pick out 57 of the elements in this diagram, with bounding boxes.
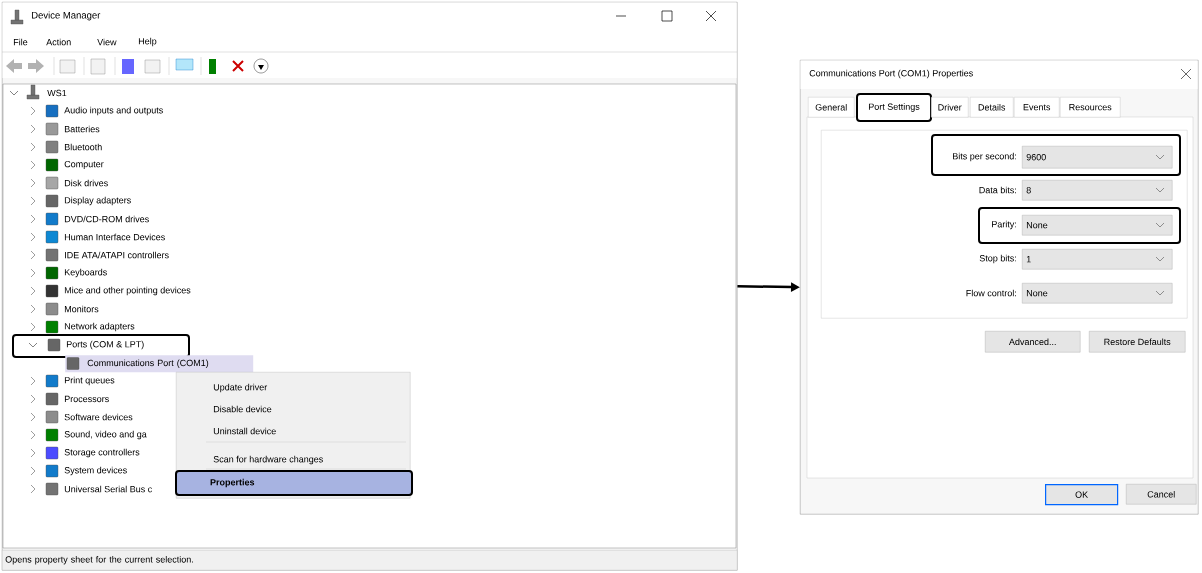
- tree-item: Disk drives: [64, 179, 108, 187]
- tree-item: System devices: [64, 466, 127, 476]
- tree-item: WS1: [47, 89, 67, 97]
- tree-item: Keyboards: [64, 268, 107, 278]
- menu-bar-item: Help: [138, 37, 157, 47]
- window-title: Communications Port (COM1) Properties: [809, 69, 973, 79]
- tree-item: Bluetooth: [64, 143, 102, 151]
- status-bar: Opens property sheet for the current selection.: [2, 550, 738, 571]
- tree-item: Computer: [64, 160, 104, 170]
- menu-bar-item: View: [97, 38, 117, 46]
- tree-item: Mice and other pointing devices: [64, 286, 191, 296]
- highlight-box: [978, 207, 1181, 244]
- tree-item: Ports (COM & LPT): [66, 340, 144, 350]
- dropdown: 8: [1022, 180, 1173, 201]
- button: Advanced...: [985, 331, 1081, 353]
- tab: Events: [1014, 97, 1060, 118]
- dropdown: None: [1022, 283, 1173, 304]
- tree-item: Storage controllers: [64, 448, 140, 458]
- dropdown: 9600: [1022, 146, 1173, 169]
- tree-item: Audio inputs and outputs: [64, 106, 163, 116]
- dropdown: 1: [1022, 249, 1173, 270]
- button: Cancel: [1126, 484, 1197, 505]
- dropdown: None: [1022, 215, 1173, 236]
- button: Restore Defaults: [1089, 331, 1186, 353]
- field-label: Parity:: [992, 220, 1016, 230]
- field-label: Flow control:: [966, 289, 1016, 297]
- tree-item: Monitors: [64, 305, 99, 313]
- tab: Resources: [1060, 97, 1121, 118]
- tree-item: Universal Serial Bus c: [64, 485, 152, 493]
- tree-item: Display adapters: [64, 196, 131, 206]
- selected-row: Communications Port (COM1): [65, 355, 254, 373]
- group-box: [821, 130, 1188, 319]
- field-label: Stop bits:: [979, 254, 1016, 264]
- tree-item: Batteries: [64, 125, 100, 133]
- menu-item: Scan for hardware changes: [213, 455, 323, 465]
- window-title: Device Manager: [32, 11, 101, 21]
- tree-item: Network adapters: [64, 322, 135, 332]
- tree-item: Sound, video and ga: [64, 430, 147, 440]
- field-label: Bits per second:: [953, 152, 1016, 162]
- tab: Driver: [931, 97, 969, 118]
- field-label: Data bits:: [979, 186, 1016, 194]
- tree-item: DVD/CD-ROM drives: [64, 215, 149, 223]
- menu-bar-item: Action: [46, 38, 71, 46]
- menu-item: Uninstall device: [213, 427, 276, 435]
- highlighted-menu-item: Properties: [175, 470, 413, 496]
- tree-item: Print queues: [64, 376, 115, 386]
- tree-item: Software devices: [64, 413, 133, 421]
- tree-item: Processors: [64, 395, 109, 403]
- tab: General: [808, 97, 855, 118]
- tree-item: IDE ATA/ATAPI controllers: [65, 251, 169, 259]
- highlight-box: [931, 134, 1181, 176]
- button: OK: [1045, 484, 1119, 506]
- tab: Details: [970, 97, 1014, 118]
- menu-bar-item: File: [13, 38, 28, 46]
- menu-item: Update driver: [213, 383, 268, 393]
- tree-item: Human Interface Devices: [64, 233, 165, 241]
- menu-item: Disable device: [213, 405, 272, 413]
